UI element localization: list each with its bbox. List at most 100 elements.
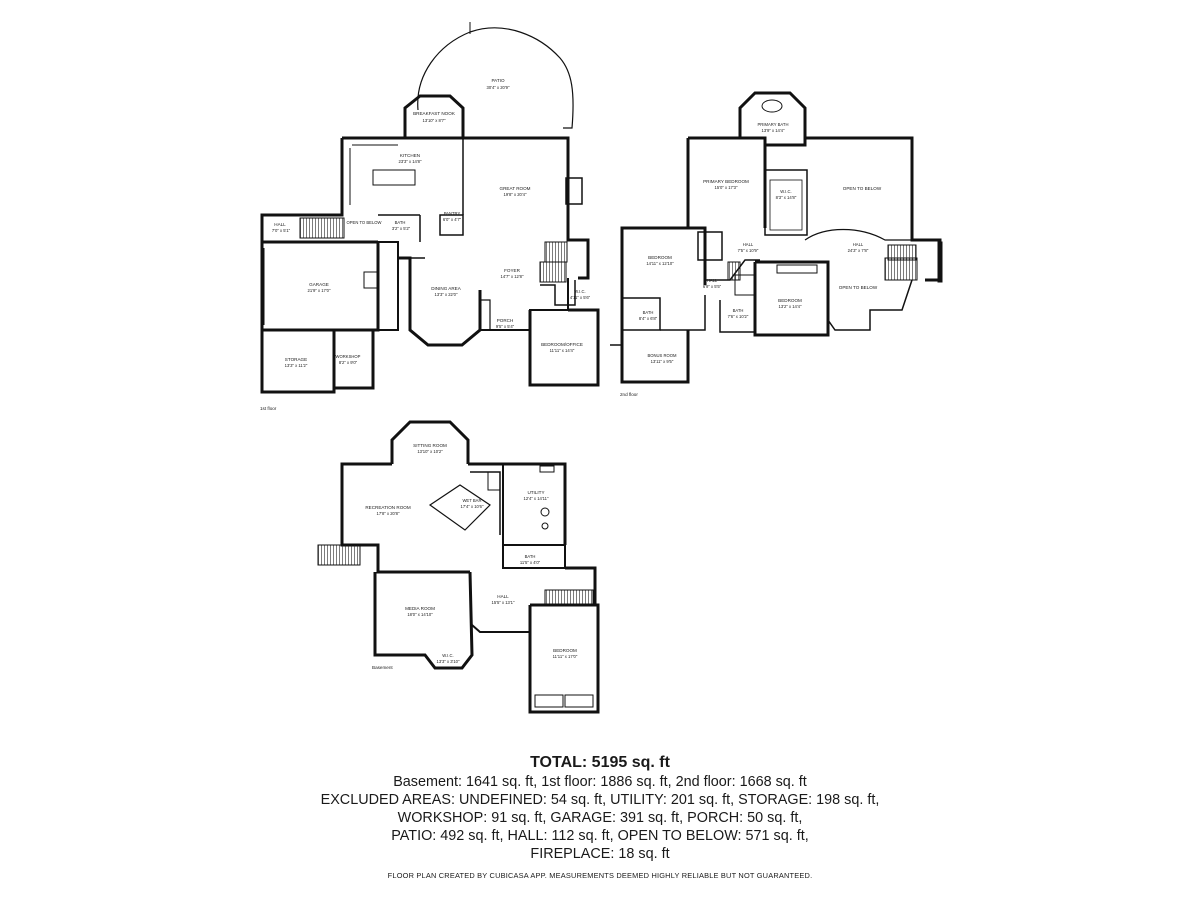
room-label: BATH <box>395 220 406 225</box>
room-label: BATH <box>733 308 744 313</box>
room-dims: 6'0" x 4'7" <box>443 217 462 222</box>
room-label: PANTRY <box>444 211 461 216</box>
patio-outline <box>417 27 574 129</box>
room-label: PATIO <box>491 78 505 83</box>
room-dims: 13'10" x 10'2" <box>417 449 443 454</box>
basement-plan <box>317 420 600 714</box>
wet-bar-counter <box>428 484 491 531</box>
room-label: HALL <box>497 594 509 599</box>
room-dims: 13'2" x 14'4" <box>779 304 802 309</box>
room-dims: 4'11" x 5'6" <box>570 295 591 300</box>
room-label: WET BAR <box>462 498 481 503</box>
first-floor-plan <box>260 22 600 394</box>
room-dims: 8'2" x 9'0" <box>339 360 358 365</box>
room-label: RECREATION ROOM <box>365 505 411 510</box>
room-dims: 13'9" x 14'4" <box>762 128 785 133</box>
room-label: PRIMARY BATH <box>758 122 789 127</box>
room-dims: 21'9" x 17'0" <box>308 288 331 293</box>
room-dims: 3'2" x 5'2" <box>392 226 411 231</box>
excluded-areas-line: EXCLUDED AREAS: UNDEFINED: 54 sq. ft, UT… <box>320 792 880 808</box>
bedroom-right-walls <box>753 260 830 337</box>
disclaimer-footer: FLOOR PLAN CREATED BY CUBICASA APP. MEAS… <box>387 871 813 880</box>
room-dims: 7'5" x 10'9" <box>738 248 759 253</box>
room-dims: 11'11" x 17'0" <box>553 654 578 659</box>
room-label: BATH <box>525 554 536 559</box>
room-dims: 7'0" x 5'1" <box>272 228 291 233</box>
room-dims: 15'5" x 13'1" <box>492 600 515 605</box>
room-dims: 18'0" x 14'10" <box>407 612 433 617</box>
room-dims: 15'0" x 17'3" <box>715 185 738 190</box>
room-dims: 30'4" x 20'9" <box>487 85 510 90</box>
room-dims: 11'11" x 14'4" <box>550 348 575 353</box>
room-label: PORCH <box>497 318 514 323</box>
second-floor-room-labels: PRIMARY BATH 13'9" x 14'4" PRIMARY BEDRO… <box>639 122 882 364</box>
room-label: BEDROOM/OFFICE <box>541 342 583 347</box>
room-label: HALL <box>274 222 286 227</box>
first-floor-room-labels: PATIO 30'4" x 20'9" BREAKFAST NOOK 13'10… <box>272 78 591 368</box>
second-floor-label: 2nd floor <box>620 392 638 397</box>
room-dims: 8'3" x 14'8" <box>776 195 797 200</box>
room-dims: 9'5" x 5'4" <box>496 324 515 329</box>
room-label: DINING AREA <box>431 286 462 291</box>
room-label: GARAGE <box>309 282 329 287</box>
first-floor-label: 1st floor <box>260 406 277 411</box>
room-label: BEDROOM <box>648 255 672 260</box>
room-label: WORKSHOP <box>336 354 361 359</box>
primary-bath-walls <box>738 91 807 138</box>
room-dims: 17'4" x 10'6" <box>461 504 484 509</box>
room-dims: 11'5" x 4'0" <box>520 560 541 565</box>
room-label: PRIMARY BEDROOM <box>703 179 749 184</box>
room-label: SITTING ROOM <box>413 443 447 448</box>
room-label: BATH <box>643 310 654 315</box>
second-floor-plan <box>610 91 943 384</box>
basement-room-labels: SITTING ROOM 13'10" x 10'2" RECREATION R… <box>365 443 578 664</box>
breakfast-nook-walls <box>403 94 465 138</box>
room-label: GREAT ROOM <box>500 186 531 191</box>
room-dims: 17'8" x 20'8" <box>377 511 400 516</box>
room-label: KITCHEN <box>400 153 420 158</box>
room-label: OPEN TO BELOW <box>843 186 882 191</box>
dining-area-walls <box>398 256 482 347</box>
area-summary: TOTAL: 5195 sq. ft Basement: 1641 sq. ft… <box>0 752 1200 863</box>
bedroom-office-walls <box>528 308 600 387</box>
floor-areas-line: Basement: 1641 sq. ft, 1st floor: 1886 s… <box>393 774 807 790</box>
room-dims: 6'9" x 5'5" <box>703 284 722 289</box>
room-label: UTILITY <box>527 490 544 495</box>
total-area: TOTAL: 5195 sq. ft <box>530 754 670 771</box>
room-label: OPEN TO BELOW <box>347 220 382 225</box>
excluded-areas-line: FIREPLACE: 18 sq. ft <box>530 846 670 862</box>
room-label: FOYER <box>504 268 521 273</box>
room-dims: 13'3" x 3'10" <box>437 659 460 664</box>
room-label: MEDIA ROOM <box>405 606 435 611</box>
room-dims: 14'11" x 12'10" <box>646 261 674 266</box>
room-label: W.I.C. <box>574 289 585 294</box>
main-outline <box>342 136 590 280</box>
sitting-room-walls <box>390 420 470 464</box>
fireplace <box>565 177 583 205</box>
room-label: OPEN TO BELOW <box>839 285 878 290</box>
room-dims: 13'3" x 22'0" <box>435 292 458 297</box>
room-label: BEDROOM <box>778 298 802 303</box>
room-label: W.I.C. <box>780 189 791 194</box>
excluded-areas-line: PATIO: 492 sq. ft, HALL: 112 sq. ft, OPE… <box>391 828 809 844</box>
room-dims: 13'3" x 11'2" <box>285 363 308 368</box>
bonus-room-walls <box>620 330 690 384</box>
basement-bedroom-walls <box>528 603 600 714</box>
room-dims: 23'3" x 14'8" <box>399 159 422 164</box>
room-dims: 12'4" x 14'11" <box>524 496 549 501</box>
room-dims: 13'11" x 9'5" <box>651 359 674 364</box>
room-label: W.I.C. <box>442 653 453 658</box>
floor-plan-drawing: 1st floor PATIO 30'4" x 20'9" BREAKFAST … <box>260 22 943 714</box>
room-dims: 7'6" x 10'2" <box>728 314 749 319</box>
media-room-walls <box>373 571 474 670</box>
kitchen-island <box>372 169 416 186</box>
basement-label: Basement <box>372 665 393 670</box>
room-label: HALL <box>707 278 718 283</box>
room-label: HALL <box>853 242 864 247</box>
room-dims: 8'4" x 6'8" <box>639 316 658 321</box>
room-dims: 14'7" x 12'8" <box>501 274 524 279</box>
room-dims: 19'8" x 20'4" <box>504 192 527 197</box>
room-label: BONUS ROOM <box>647 353 677 358</box>
room-dims: 24'3" x 7'8" <box>848 248 869 253</box>
room-label: HALL <box>743 242 754 247</box>
